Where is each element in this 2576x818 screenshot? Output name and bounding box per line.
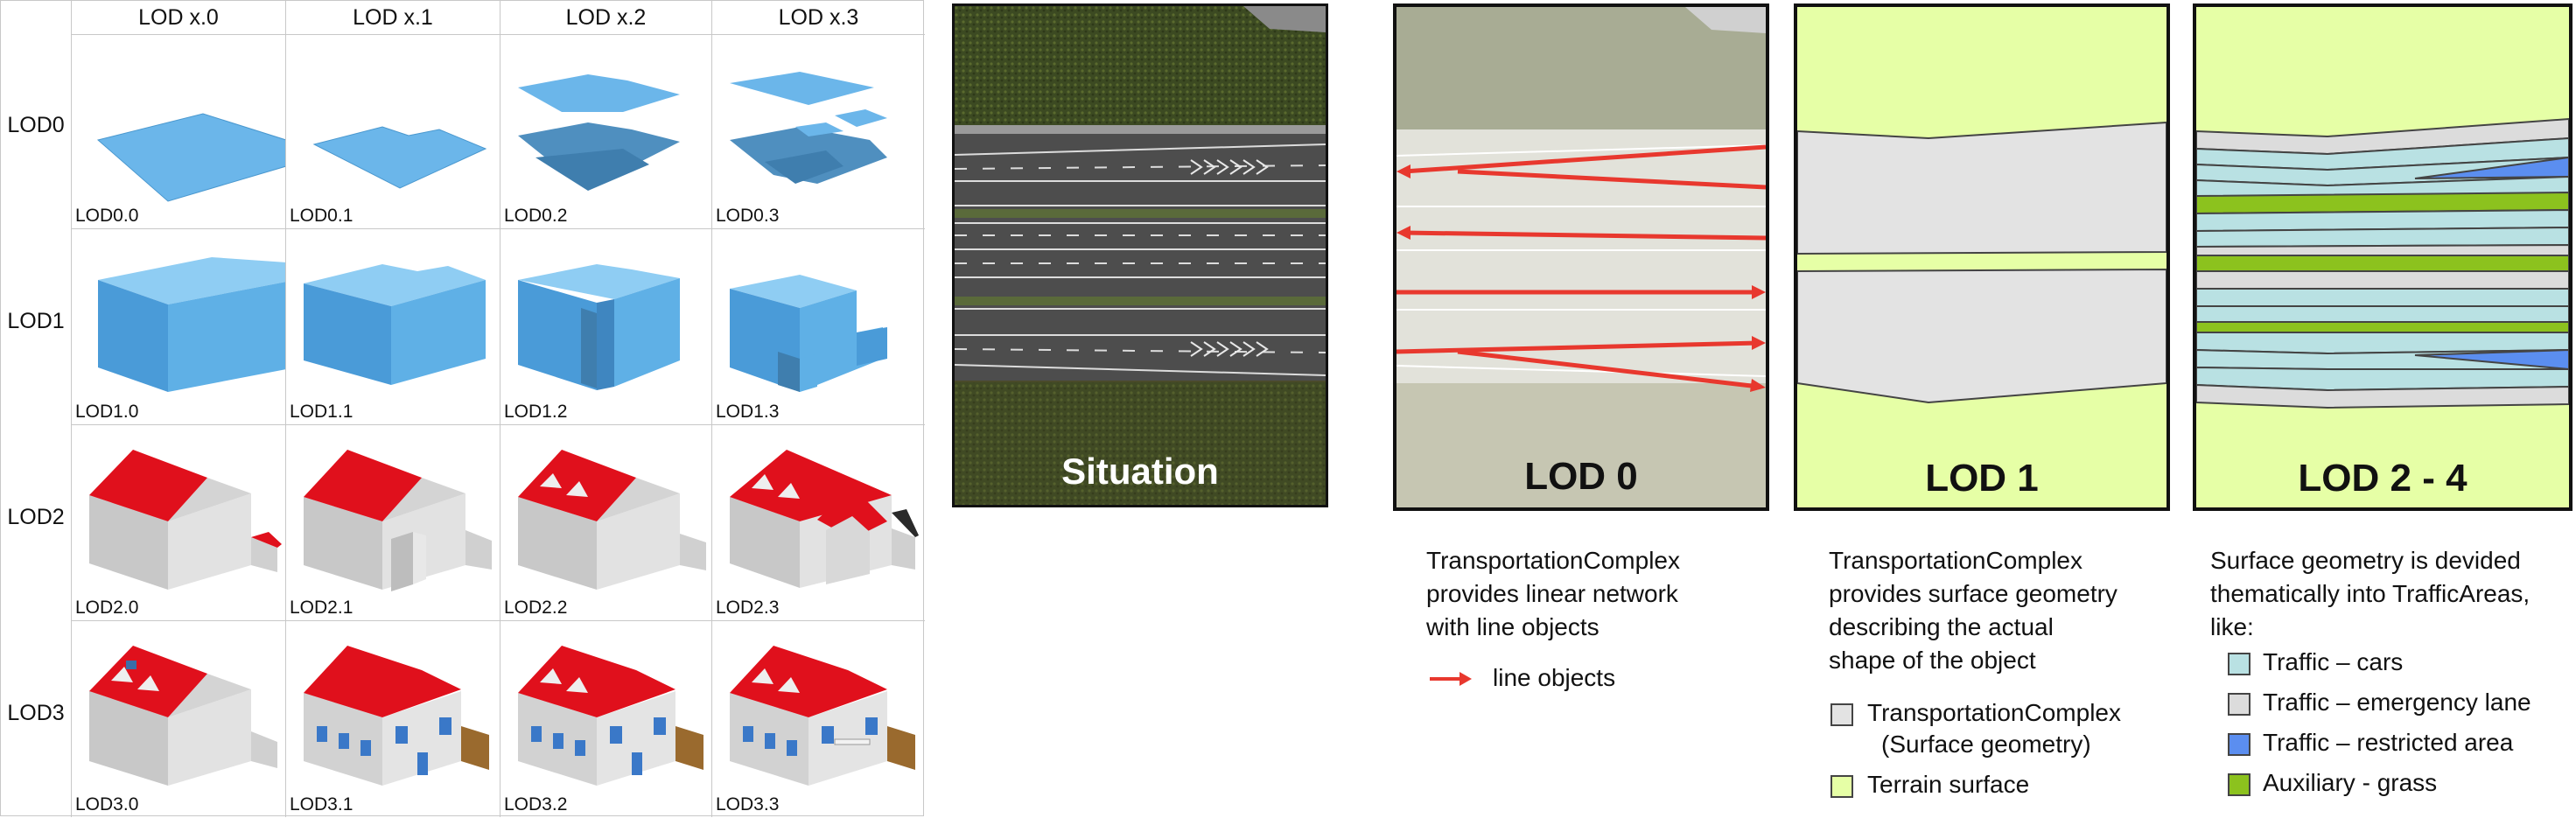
block-lod1-3 xyxy=(730,275,887,392)
cell-lod1-3: LOD1.3 xyxy=(711,228,925,424)
lod0-desc-line-3: with line objects xyxy=(1426,613,1600,640)
cell-lod0-2: LOD0.2 xyxy=(500,34,711,228)
column-header-3: LOD x.3 xyxy=(711,1,925,34)
swatch-restricted-area xyxy=(2228,733,2250,756)
lod0-desc-line-2: provides linear network xyxy=(1426,580,1678,607)
house-lod3-3 xyxy=(730,646,915,786)
caption-lod1-0: LOD1.0 xyxy=(75,402,139,422)
caption-lod3-2: LOD3.2 xyxy=(504,794,568,815)
lod0-description: TransportationComplex provides linear ne… xyxy=(1426,544,1715,644)
column-header-2: LOD x.2 xyxy=(500,1,711,34)
caption-lod2-0: LOD2.0 xyxy=(75,598,139,618)
cell-lod2-3: LOD2.3 xyxy=(711,424,925,620)
footprint-lod0-2 xyxy=(518,74,680,191)
cell-lod3-3: LOD3.3 xyxy=(711,620,925,817)
cell-lod1-0: LOD1.0 xyxy=(71,228,285,424)
cell-lod0-1: LOD0.1 xyxy=(285,34,500,228)
caption-lod2-3: LOD2.3 xyxy=(716,598,780,618)
lod1-desc-line-2: provides surface geometry xyxy=(1829,580,2118,607)
block-lod1-2 xyxy=(518,264,680,390)
swatch-traffic-cars xyxy=(2228,653,2250,675)
column-header-1: LOD x.1 xyxy=(285,1,500,34)
house-lod3-0 xyxy=(89,646,277,786)
legend-auxiliary-grass: Auxiliary - grass xyxy=(2263,769,2438,796)
lod24-desc-line-2: thematically into TrafficAreas, xyxy=(2210,580,2530,607)
lod1-description: TransportationComplex provides surface g… xyxy=(1829,544,2144,677)
situation-panel: Situation xyxy=(952,3,1328,507)
footprint-lod0-1 xyxy=(312,126,487,189)
lod24-desc-line-3: like: xyxy=(2210,613,2254,640)
legend-restricted-area: Traffic – restricted area xyxy=(2263,729,2514,756)
caption-lod0-2: LOD0.2 xyxy=(504,206,568,226)
legend-line-objects: line objects xyxy=(1493,664,1616,691)
legend-emergency-lane: Traffic – emergency lane xyxy=(2263,689,2531,716)
row-label-lod1: LOD1 xyxy=(7,309,65,333)
line-objects-arrow-icon xyxy=(1430,672,1472,686)
lod1-surfaces xyxy=(1797,121,2166,404)
block-lod1-0 xyxy=(98,257,285,392)
lod0-network xyxy=(1396,7,1766,507)
house-lod2-0 xyxy=(89,450,282,590)
caption-lod0-3: LOD0.3 xyxy=(716,206,780,226)
cell-lod3-0: LOD3.0 xyxy=(71,620,285,817)
cell-lod3-1: LOD3.1 xyxy=(285,620,500,817)
cell-lod2-1: LOD2.1 xyxy=(285,424,500,620)
caption-lod1-3: LOD1.3 xyxy=(716,402,780,422)
lod0-panel: LOD 0 xyxy=(1393,3,1769,511)
lod24-description: Surface geometry is devided thematically… xyxy=(2210,544,2569,644)
lod24-title: LOD 2 - 4 xyxy=(2298,457,2468,500)
cell-lod2-2: LOD2.2 xyxy=(500,424,711,620)
legend-traffic-cars: Traffic – cars xyxy=(2263,648,2404,675)
caption-lod2-1: LOD2.1 xyxy=(290,598,354,618)
cell-lod1-1: LOD1.1 xyxy=(285,228,500,424)
lod1-panel: LOD 1 xyxy=(1794,3,2170,511)
lod0-title: LOD 0 xyxy=(1524,455,1638,498)
block-lod1-1 xyxy=(304,264,486,385)
swatch-emergency-lane xyxy=(2228,693,2250,716)
caption-lod2-2: LOD2.2 xyxy=(504,598,568,618)
lod1-desc-line-1: TransportationComplex xyxy=(1829,547,2082,574)
house-lod3-2 xyxy=(518,646,704,786)
legend-surface-geometry: (Surface geometry) xyxy=(1881,731,2091,758)
house-lod2-3 xyxy=(730,450,919,588)
cell-lod0-3: LOD0.3 xyxy=(711,34,925,228)
cell-lod3-2: LOD3.2 xyxy=(500,620,711,817)
caption-lod1-1: LOD1.1 xyxy=(290,402,354,422)
lod-grid: LOD x.0 LOD x.1 LOD x.2 LOD x.3 LOD0 LOD… xyxy=(0,0,925,817)
situation-aerial xyxy=(955,6,1326,505)
lod24-traffic-areas xyxy=(2196,117,2569,409)
lod24-panel: LOD 2 - 4 xyxy=(2193,3,2572,511)
swatch-auxiliary-grass xyxy=(2228,773,2250,796)
footprint-lod0-3 xyxy=(730,72,887,184)
legend-terrain-surface: Terrain surface xyxy=(1867,771,2030,798)
legend-transportation-complex: TransportationComplex xyxy=(1867,699,2121,726)
caption-lod3-3: LOD3.3 xyxy=(716,794,780,815)
house-lod2-2 xyxy=(518,450,706,590)
situation-title: Situation xyxy=(1061,451,1219,492)
footprint-lod0-0 xyxy=(96,113,285,202)
column-header-0: LOD x.0 xyxy=(71,1,285,34)
lod1-desc-line-3: describing the actual xyxy=(1829,613,2054,640)
caption-lod0-1: LOD0.1 xyxy=(290,206,354,226)
lod1-desc-line-4: shape of the object xyxy=(1829,647,2036,674)
caption-lod0-0: LOD0.0 xyxy=(75,206,139,226)
row-label-lod3: LOD3 xyxy=(7,701,65,725)
row-label-lod0: LOD0 xyxy=(7,113,65,137)
cell-lod2-0: LOD2.0 xyxy=(71,424,285,620)
swatch-terrain-surface xyxy=(1830,775,1853,798)
cell-lod0-0: LOD0.0 xyxy=(71,34,285,228)
lod24-desc-line-1: Surface geometry is devided xyxy=(2210,547,2521,574)
swatch-transportation-complex xyxy=(1830,703,1853,726)
lod0-desc-line-1: TransportationComplex xyxy=(1426,547,1680,574)
house-lod3-1 xyxy=(304,646,489,786)
caption-lod1-2: LOD1.2 xyxy=(504,402,568,422)
row-label-lod2: LOD2 xyxy=(7,505,65,529)
caption-lod3-1: LOD3.1 xyxy=(290,794,354,815)
caption-lod3-0: LOD3.0 xyxy=(75,794,139,815)
cell-lod1-2: LOD1.2 xyxy=(500,228,711,424)
house-lod2-1 xyxy=(304,450,492,591)
lod1-title: LOD 1 xyxy=(1925,457,2039,500)
